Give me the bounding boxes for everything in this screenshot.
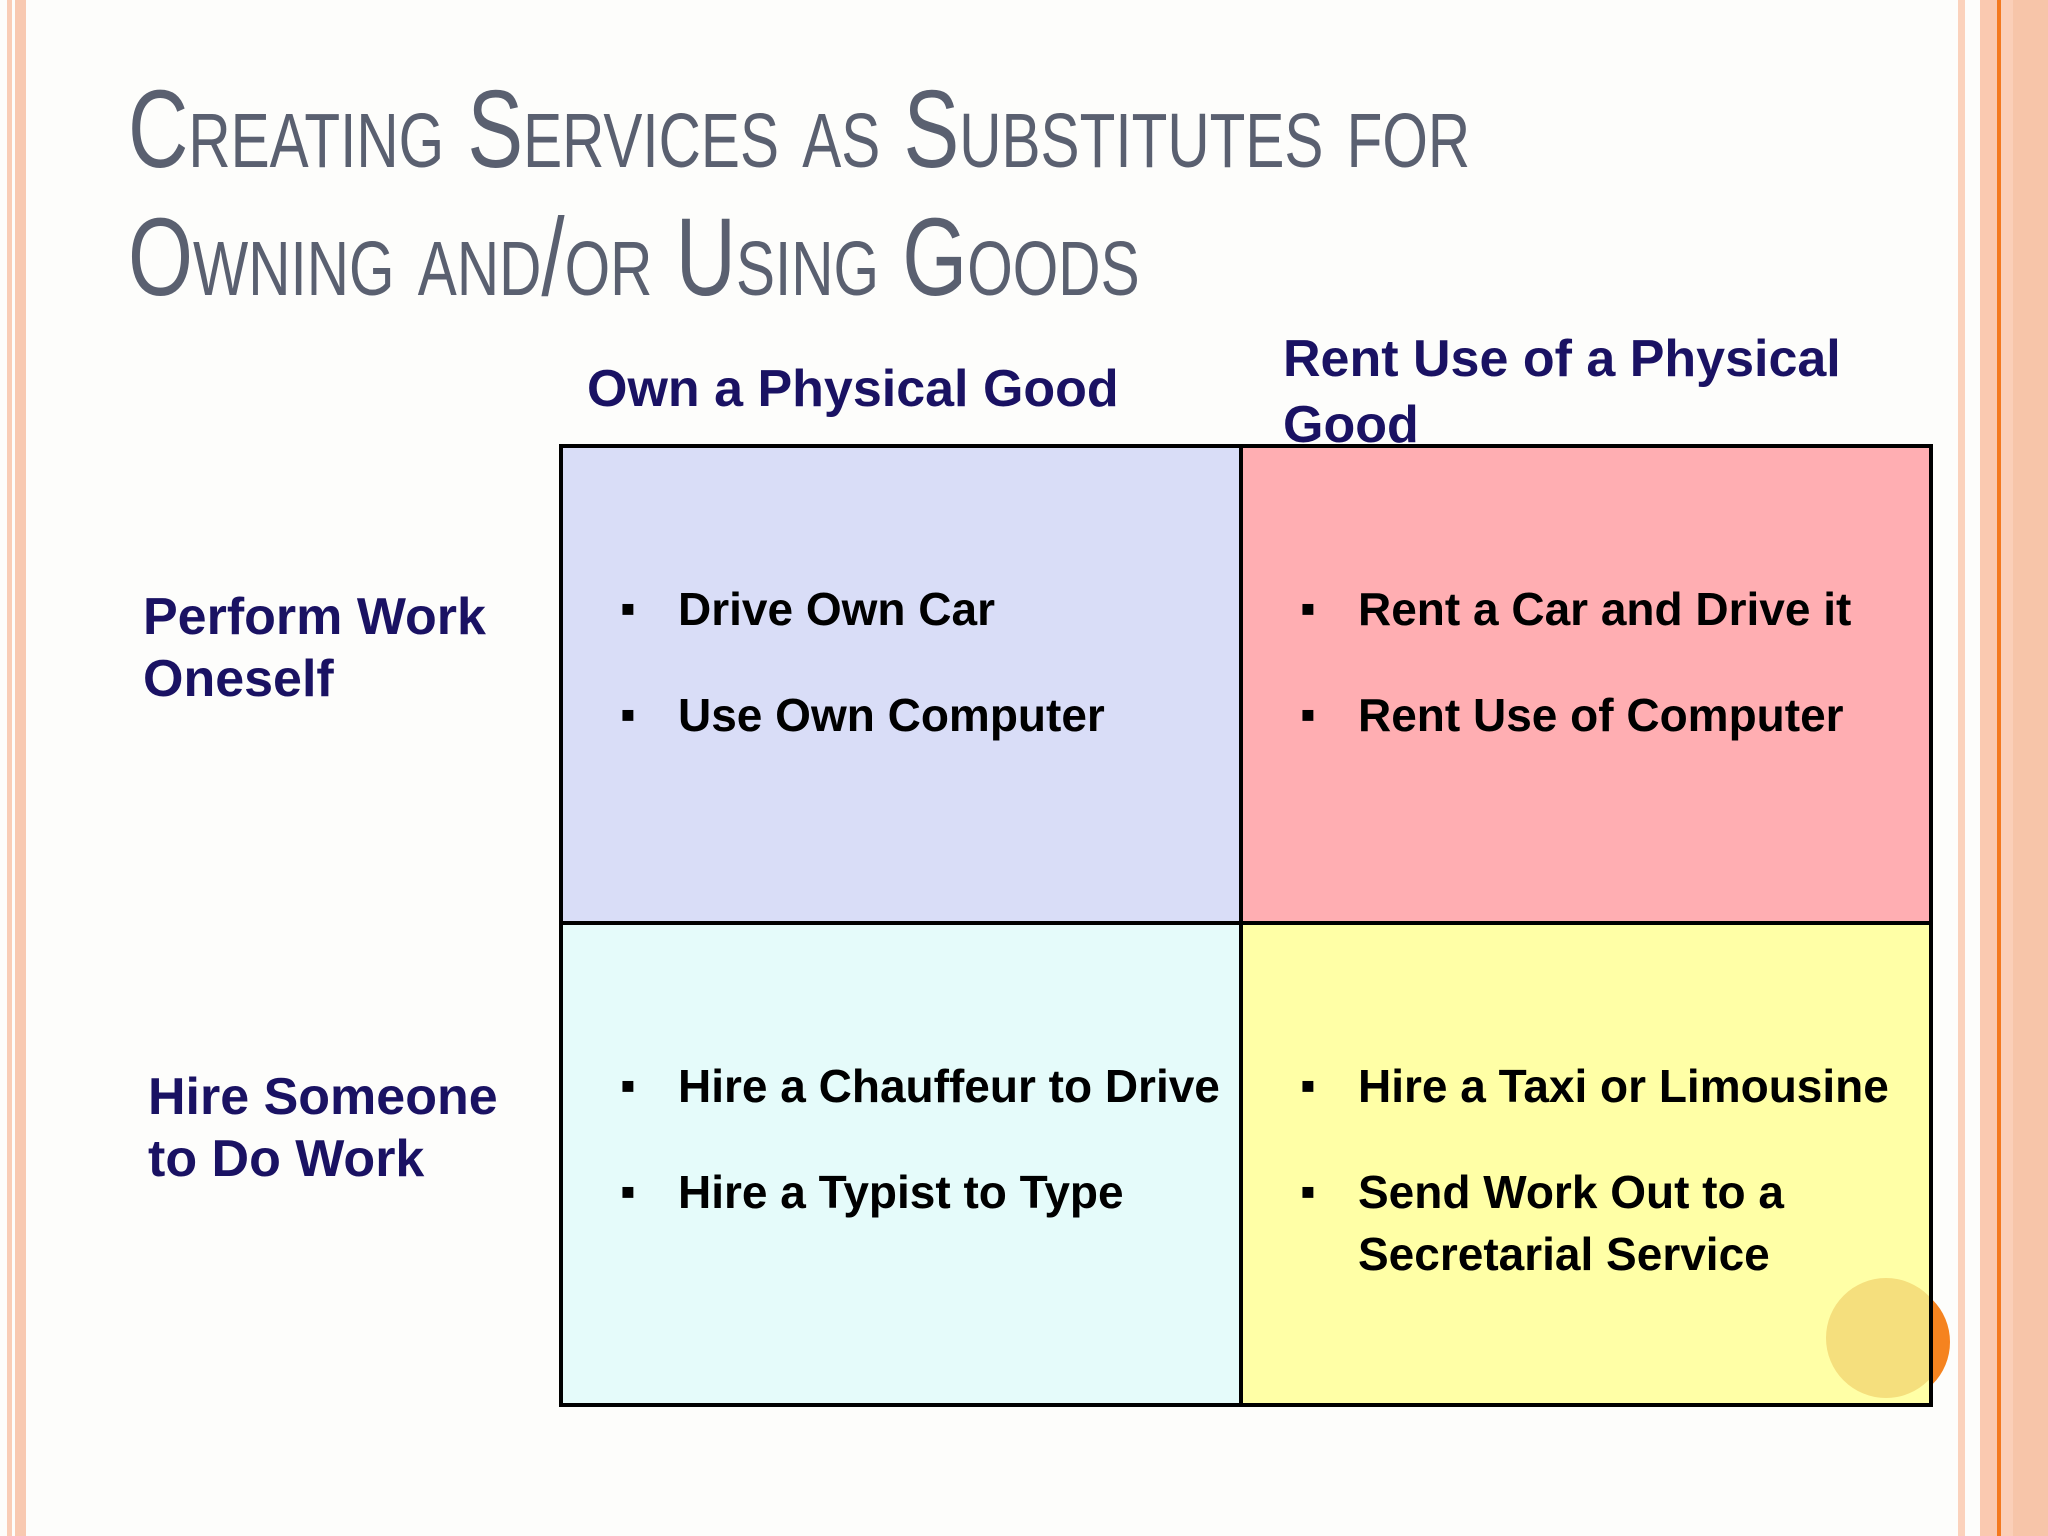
bullet-item-label: Rent Use of Computer	[1358, 689, 1844, 741]
left-border-stripe-thin	[7, 0, 12, 1536]
left-border-stripe-thick	[15, 0, 26, 1536]
bullet-square-icon: ▪	[620, 584, 636, 633]
bullet-square-icon: ▪	[1300, 584, 1316, 633]
bullet-square-icon: ▪	[620, 690, 636, 739]
bullet-item: ▪ Send Work Out to a Secretarial Service	[1300, 1161, 1917, 1285]
right-border-stripe-outer	[2013, 0, 2048, 1536]
accent-circle-under-cell	[1826, 1278, 1929, 1398]
bullet-item-label: Hire a Chauffeur to Drive	[678, 1060, 1220, 1112]
bullet-square-icon: ▪	[620, 1167, 636, 1216]
row-header-hire-someone: Hire Someone to Do Work	[148, 1068, 498, 1188]
bullet-square-icon: ▪	[620, 1061, 636, 1110]
row-header-perform-work-oneself: Perform Work Oneself	[143, 588, 486, 708]
quadrant-hire-rent: ▪ Hire a Taxi or Limousine ▪ Send Work O…	[1243, 925, 1929, 1403]
bullet-item: ▪ Rent a Car and Drive it	[1300, 578, 1917, 640]
bullet-square-icon: ▪	[1300, 1167, 1316, 1216]
right-border-stripe-thin	[1958, 0, 1965, 1536]
quadrant-perform-rent: ▪ Rent a Car and Drive it ▪ Rent Use of …	[1243, 448, 1929, 925]
bullet-item: ▪ Hire a Taxi or Limousine	[1300, 1055, 1917, 1117]
quadrant-perform-own: ▪ Drive Own Car ▪ Use Own Computer	[563, 448, 1243, 925]
bullet-item-label: Hire a Taxi or Limousine	[1358, 1060, 1889, 1112]
bullet-square-icon: ▪	[1300, 1061, 1316, 1110]
slide-title: Creating Services as Substitutes for Own…	[128, 68, 1471, 319]
quadrant-hire-own: ▪ Hire a Chauffeur to Drive ▪ Hire a Typ…	[563, 925, 1243, 1403]
matrix-table: ▪ Drive Own Car ▪ Use Own Computer ▪ Ren…	[559, 444, 1933, 1407]
bullet-item-label: Send Work Out to a Secretarial Service	[1358, 1166, 1784, 1280]
column-header-rent: Rent Use of a Physical Good	[1283, 330, 1841, 454]
bullet-square-icon: ▪	[1300, 690, 1316, 739]
bullet-item: ▪ Use Own Computer	[620, 684, 1227, 746]
bullet-item-label: Use Own Computer	[678, 689, 1105, 741]
bullet-item-label: Rent a Car and Drive it	[1358, 583, 1852, 635]
bullet-item: ▪ Rent Use of Computer	[1300, 684, 1917, 746]
right-border-stripe-inner	[2001, 0, 2013, 1536]
right-border-stripe-band	[1980, 0, 1997, 1536]
bullet-item: ▪ Hire a Typist to Type	[620, 1161, 1227, 1223]
bullet-item-label: Hire a Typist to Type	[678, 1166, 1124, 1218]
bullet-item-label: Drive Own Car	[678, 583, 995, 635]
bullet-item: ▪ Drive Own Car	[620, 578, 1227, 640]
column-header-own: Own a Physical Good	[587, 360, 1119, 418]
right-border-orange-line	[1997, 0, 2001, 1536]
bullet-item: ▪ Hire a Chauffeur to Drive	[620, 1055, 1227, 1117]
